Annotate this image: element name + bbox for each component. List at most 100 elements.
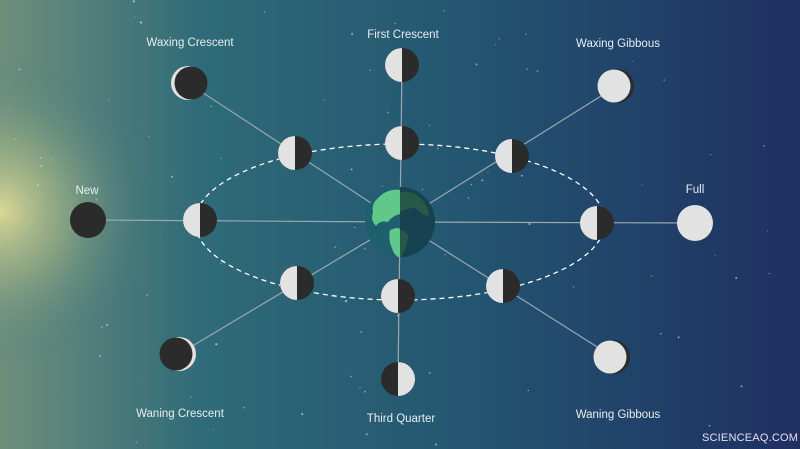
moon-third-quarter xyxy=(381,362,415,396)
star xyxy=(428,371,431,375)
star xyxy=(0,217,1,220)
star xyxy=(132,0,135,3)
label-waning-gibbous: Waning Gibbous xyxy=(575,409,661,421)
star xyxy=(50,158,53,161)
star xyxy=(631,60,634,63)
orbit-moon xyxy=(385,126,419,160)
star xyxy=(487,171,489,174)
star xyxy=(470,183,473,186)
orbit-moon xyxy=(486,269,520,303)
star xyxy=(220,262,222,264)
star xyxy=(428,124,431,127)
star xyxy=(100,325,103,329)
star xyxy=(714,254,716,256)
label-waxing-gibbous: Waxing Gibbous xyxy=(576,38,660,50)
star xyxy=(243,406,246,409)
orbit-moon xyxy=(183,203,217,237)
moon-full xyxy=(677,205,713,241)
label-first-crescent: First Crescent xyxy=(367,29,439,41)
star xyxy=(766,230,769,232)
moon-new xyxy=(70,202,106,238)
star xyxy=(139,21,143,24)
star xyxy=(641,184,643,186)
star xyxy=(442,10,445,12)
star xyxy=(344,299,348,303)
star xyxy=(650,274,653,277)
star xyxy=(359,387,361,389)
orbit-moon xyxy=(580,206,614,240)
star xyxy=(10,109,12,111)
star xyxy=(350,168,353,171)
star xyxy=(159,236,161,238)
star xyxy=(468,295,471,298)
star xyxy=(171,175,174,178)
star xyxy=(61,394,63,397)
star xyxy=(220,157,222,160)
star xyxy=(495,43,497,46)
star xyxy=(37,184,40,187)
star xyxy=(350,375,352,378)
orbit-moons xyxy=(183,126,614,313)
star xyxy=(475,63,478,66)
star xyxy=(40,164,43,167)
star xyxy=(659,332,662,335)
label-waning-crescent: Waning Crescent xyxy=(136,408,224,420)
star xyxy=(146,294,148,296)
star xyxy=(301,413,304,416)
phase-moons xyxy=(70,48,713,396)
star xyxy=(421,188,424,190)
star xyxy=(436,147,439,150)
star xyxy=(212,428,214,431)
star xyxy=(351,32,354,36)
ray-full xyxy=(399,221,696,224)
star xyxy=(526,68,529,71)
star xyxy=(520,174,523,177)
star xyxy=(709,153,712,156)
star xyxy=(677,336,680,339)
orbit-moon xyxy=(495,139,529,173)
star xyxy=(134,16,136,18)
moon-waxing-crescent xyxy=(171,66,208,100)
star xyxy=(107,99,110,102)
moon-first-crescent xyxy=(385,48,419,82)
label-new: New xyxy=(75,185,99,197)
star xyxy=(95,198,98,201)
label-third-quarter: Third Quarter xyxy=(366,413,436,425)
star xyxy=(364,390,366,393)
watermark: SCIENCEAQ.COM xyxy=(702,432,799,444)
star xyxy=(525,33,527,36)
star xyxy=(98,355,102,358)
star xyxy=(18,68,21,71)
star xyxy=(527,389,529,392)
star xyxy=(14,138,17,141)
star xyxy=(386,111,389,114)
star xyxy=(768,272,771,275)
star xyxy=(572,286,575,288)
star xyxy=(190,396,192,398)
star xyxy=(740,385,743,388)
star xyxy=(39,157,42,159)
moon-waning-crescent xyxy=(159,337,196,371)
star xyxy=(360,330,362,333)
moon-waxing-gibbous xyxy=(597,69,634,103)
orbit-moon xyxy=(280,266,314,300)
star xyxy=(708,424,711,427)
star xyxy=(135,441,138,444)
star xyxy=(467,197,470,199)
star xyxy=(481,179,484,182)
star xyxy=(444,253,446,256)
moon-waning-gibbous xyxy=(593,340,630,374)
ray-new xyxy=(87,219,401,223)
orbit-moon xyxy=(381,279,415,313)
star xyxy=(210,105,213,108)
star xyxy=(353,226,356,229)
star xyxy=(536,69,539,72)
star xyxy=(763,145,766,147)
star xyxy=(663,79,665,81)
earth xyxy=(365,187,435,257)
star xyxy=(365,433,368,436)
star xyxy=(334,246,337,249)
star xyxy=(435,443,438,446)
